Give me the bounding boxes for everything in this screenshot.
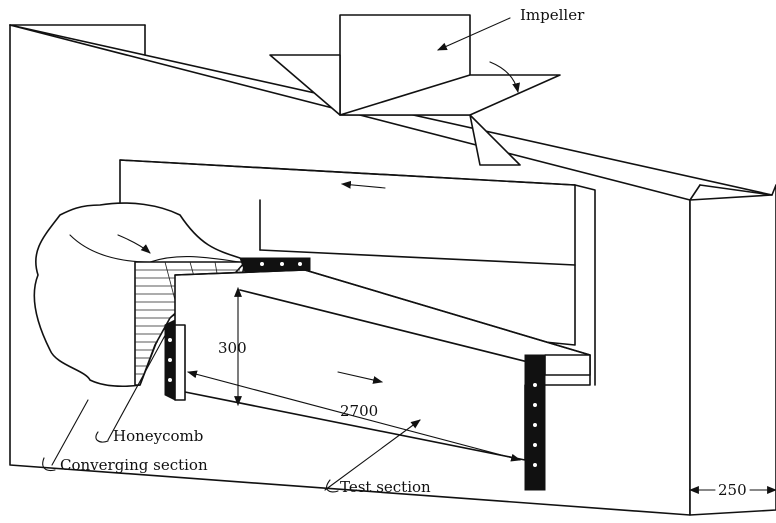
leaders [51, 17, 511, 491]
dim-length-line [187, 370, 521, 462]
label-dim-height: 300 [218, 339, 247, 357]
label-dim-length: 2700 [340, 402, 378, 420]
impeller-blade-left [269, 54, 341, 116]
converging-leader [51, 399, 89, 466]
label-dim-width: 250 [718, 481, 747, 499]
dimensions [187, 287, 776, 494]
label-honeycomb: Honeycomb [113, 427, 203, 445]
honeycomb-leader [107, 329, 169, 441]
impeller-housing [269, 14, 561, 166]
impeller-blade-low [469, 114, 521, 166]
label-test-section: Test section [340, 478, 431, 496]
label-impeller: Impeller [520, 6, 585, 24]
return-flow-arrow [341, 180, 386, 189]
test-section-leader [324, 419, 421, 491]
label-converging-section: Converging section [60, 456, 208, 474]
impeller-leader [437, 17, 511, 51]
impeller-rotation-arrow [489, 61, 521, 93]
